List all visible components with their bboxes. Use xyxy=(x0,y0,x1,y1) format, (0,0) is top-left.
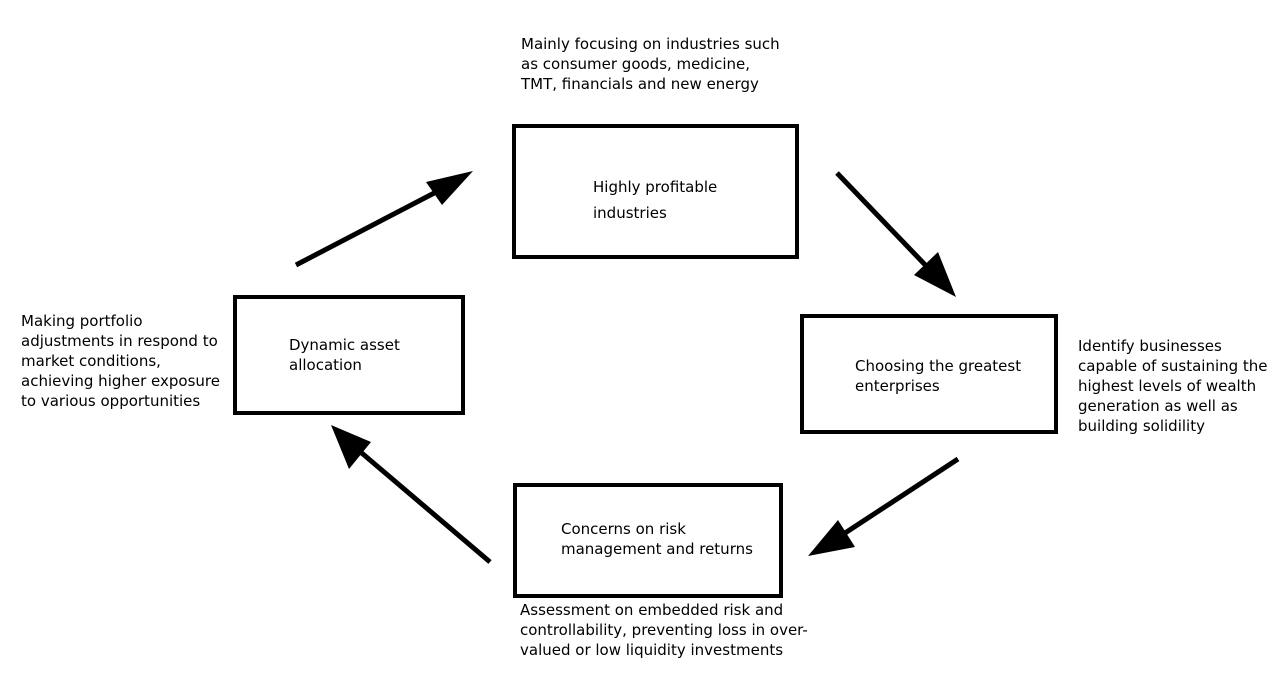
note-allocation: Making portfolio adjustments in respond … xyxy=(21,312,220,410)
arrow-enterprises-to-risk xyxy=(808,456,960,556)
node-enterprises-label: Choosing the greatest enterprises xyxy=(855,357,1022,395)
node-allocation-label: Dynamic asset allocation xyxy=(289,336,400,374)
arrow-risk-to-allocation xyxy=(331,425,492,564)
node-risk: Concerns on risk management and returns xyxy=(513,483,783,598)
node-enterprises: Choosing the greatest enterprises xyxy=(800,314,1058,434)
node-industries-label: Highly profitable industries xyxy=(593,178,718,222)
note-enterprises: Identify businesses capable of sustainin… xyxy=(1078,337,1268,435)
note-industries: Mainly focusing on industries such as co… xyxy=(521,35,780,93)
arrow-allocation-to-industries xyxy=(294,171,473,268)
node-allocation: Dynamic asset allocation xyxy=(233,295,465,415)
note-risk: Assessment on embedded risk and controll… xyxy=(520,601,808,659)
node-risk-label: Concerns on risk management and returns xyxy=(561,520,753,558)
arrow-industries-to-enterprises xyxy=(835,171,956,297)
node-industries: Highly profitable industries xyxy=(512,124,799,259)
